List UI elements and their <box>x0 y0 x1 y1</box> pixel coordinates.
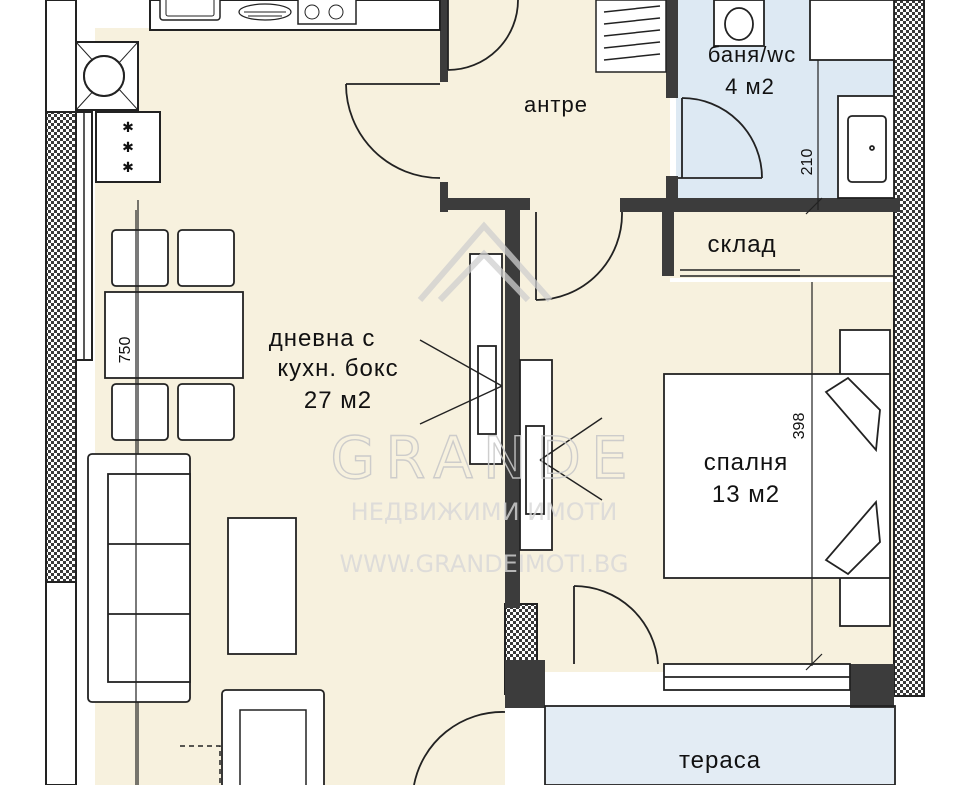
entry-label: антре <box>524 92 588 117</box>
watermark-tagline: НЕДВИЖИМИ ИМОТИ <box>351 498 618 526</box>
living-room-label-1: дневна с <box>269 325 376 352</box>
outer-wall-left-upper <box>45 0 77 113</box>
stove-icon <box>297 0 357 25</box>
storage-floor <box>668 212 894 278</box>
outer-wall-left <box>45 111 77 583</box>
terrace-label: тераса <box>679 747 761 774</box>
living-room-area: 27 м2 <box>304 387 372 414</box>
terrace-window <box>544 663 896 785</box>
bed <box>663 329 891 627</box>
dining-set <box>104 229 244 441</box>
hob-icon: ✱ ✱ ✱ <box>95 111 161 183</box>
svg-text:✱: ✱ <box>122 160 134 176</box>
terrace-floor <box>545 706 895 785</box>
cooktop-icon <box>238 3 292 21</box>
coffee-table <box>227 517 297 655</box>
living-room-label-2: кухн. бокс <box>277 355 398 382</box>
entry-wardrobe <box>595 0 667 73</box>
bath-area: 4 м2 <box>725 74 775 99</box>
svg-text:✱: ✱ <box>122 120 134 136</box>
outer-wall-right <box>893 0 925 697</box>
sofa <box>87 453 191 703</box>
dimension-398: 398 <box>791 413 808 440</box>
kitchen-sink <box>159 0 221 21</box>
outer-wall-left-lower <box>45 581 77 785</box>
armchair <box>221 689 325 785</box>
watermark-logo <box>417 221 553 303</box>
interior-walls <box>440 0 900 708</box>
bath-label: баня/wc <box>708 42 796 67</box>
dimension-210: 210 <box>799 149 816 176</box>
watermark-brand: GRANDE <box>330 424 637 492</box>
storage-label: склад <box>707 231 776 258</box>
watermark-url: WWW.GRANDEIMOTI.BG <box>339 550 628 578</box>
bedroom-area: 13 м2 <box>712 481 780 508</box>
svg-text:✱: ✱ <box>122 140 134 156</box>
bedroom-label: спалня <box>704 449 789 476</box>
dimension-750: 750 <box>117 337 134 364</box>
sliding-doors <box>469 253 553 551</box>
bathroom-fixtures <box>713 0 895 199</box>
